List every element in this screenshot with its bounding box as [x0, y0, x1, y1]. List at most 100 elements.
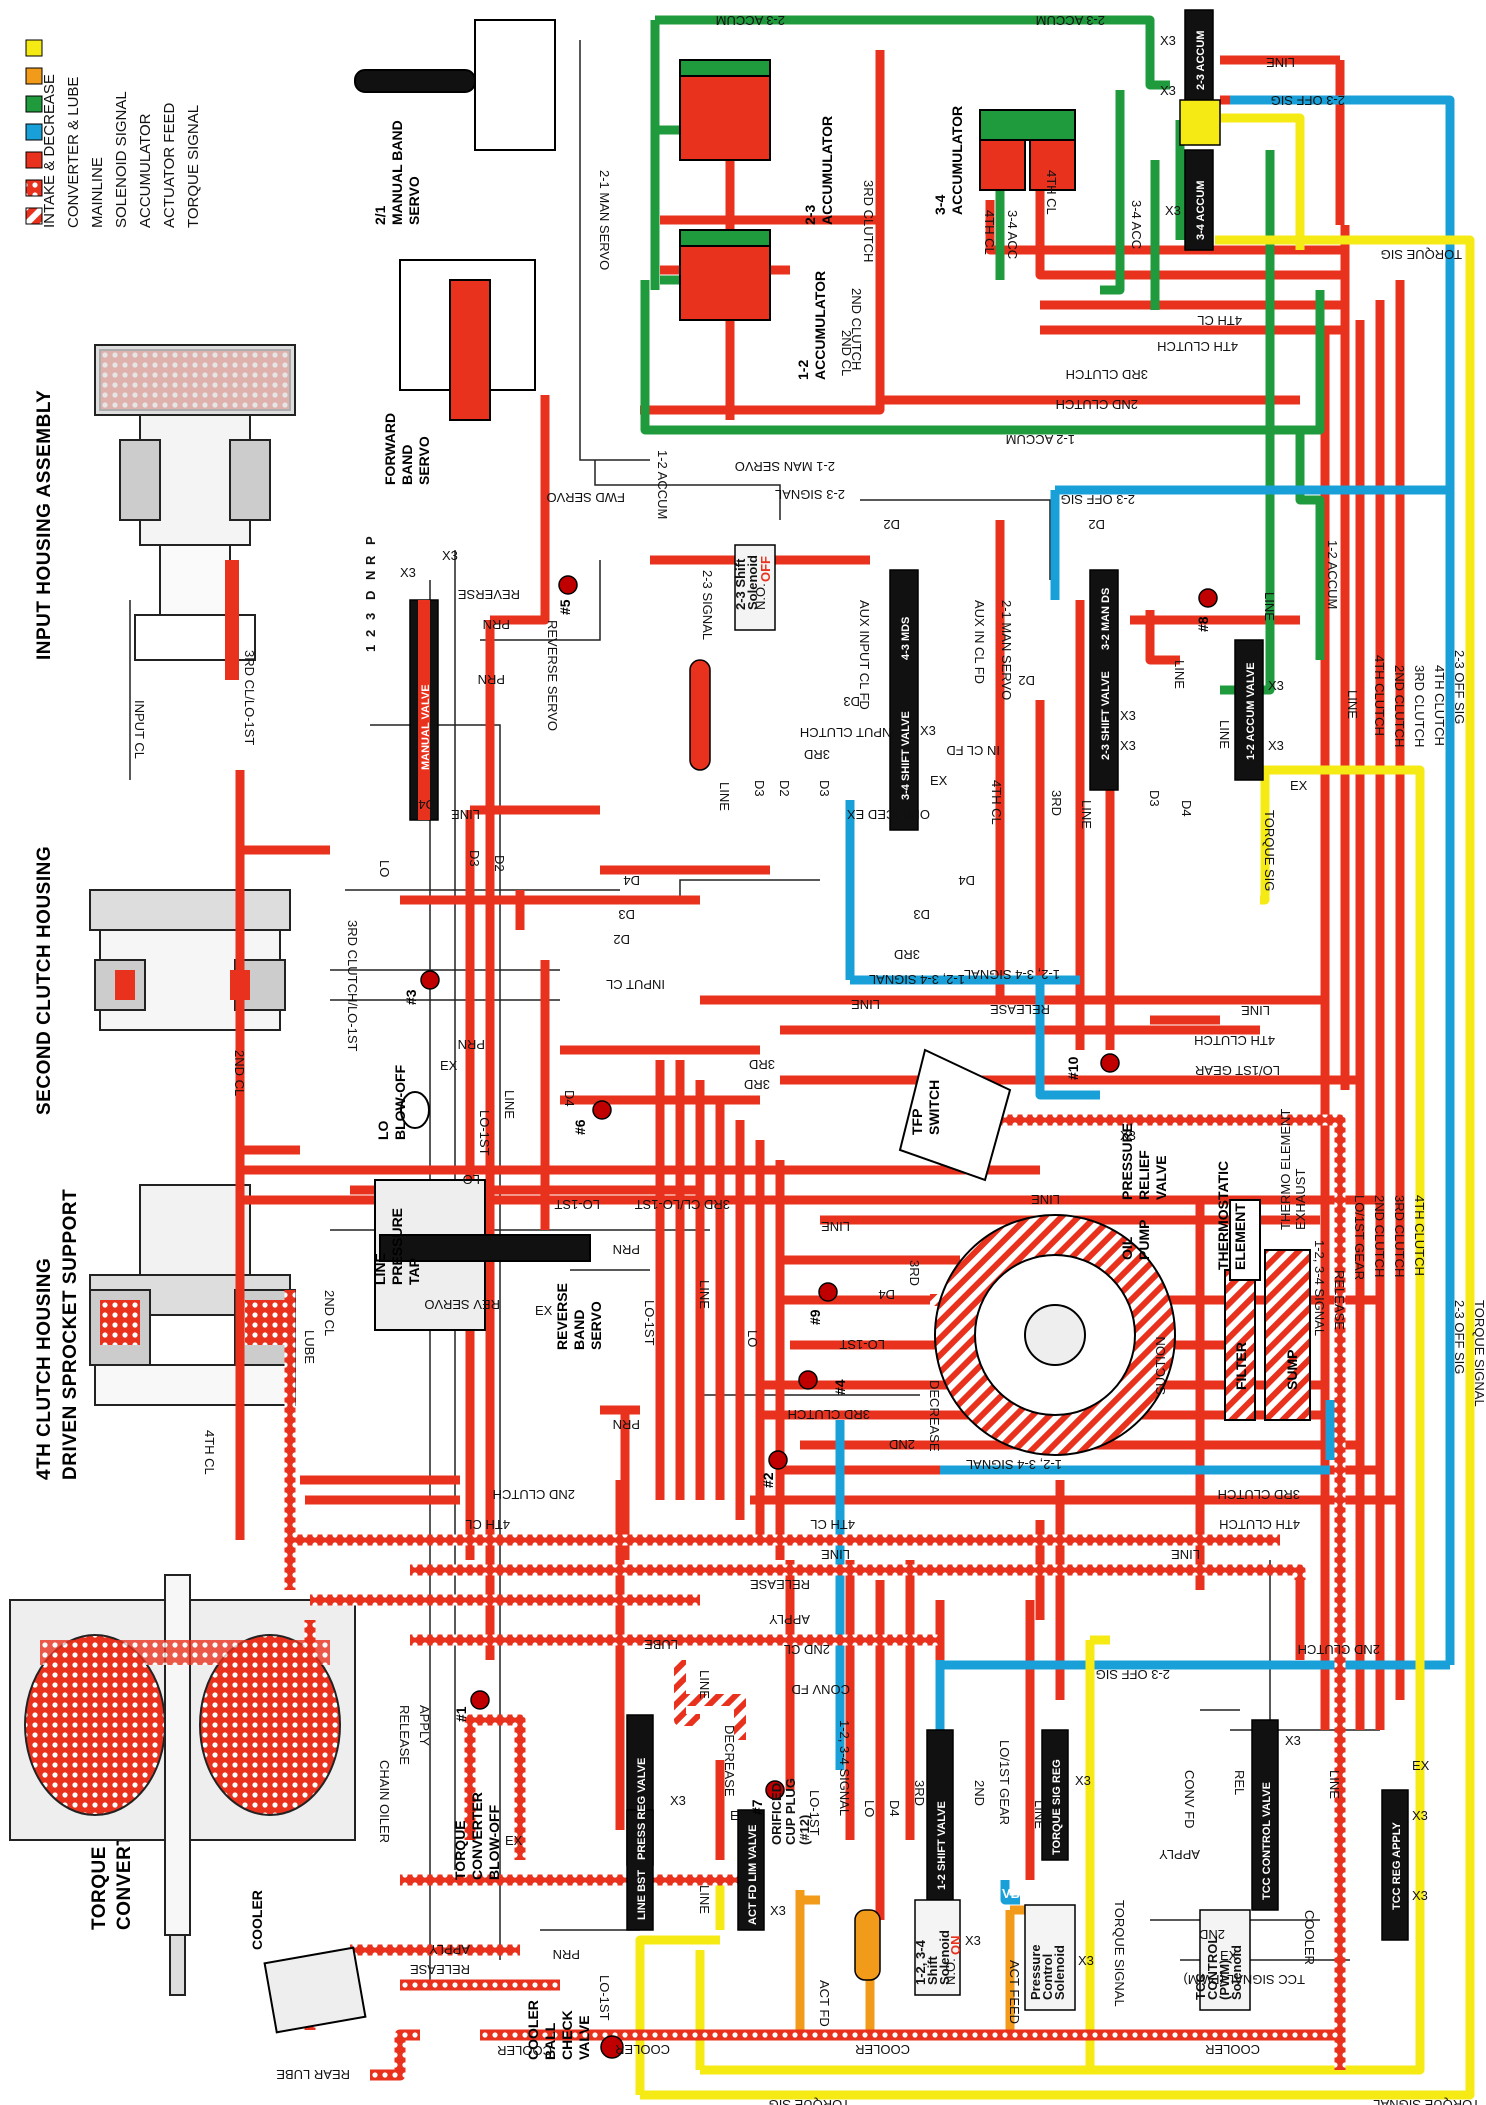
- pl-actfd: ACT FD: [817, 1980, 832, 2027]
- x3-2: X3: [442, 548, 458, 563]
- pl-sig23-h: 2-3 SIGNAL: [775, 487, 845, 502]
- valve-acc23: 2-3 ACCUM: [1195, 31, 1207, 91]
- pl-acc34-v2: 3-4 ACC: [1129, 200, 1144, 249]
- pl-3rd-2: 3RD: [894, 947, 920, 962]
- pl-d4-v2: D4: [562, 1090, 577, 1107]
- check-ball-3[interactable]: [420, 970, 440, 990]
- pl-apply-h2: APPLY: [1159, 1847, 1200, 1862]
- title-torque: TORQUE: [89, 1846, 110, 1930]
- component-labels: 2/1 MANUAL BAND SERVO FORWARD BAND SERVO…: [249, 106, 1308, 2060]
- pl-inputcl: INPUT CLUTCH: [800, 725, 895, 740]
- pl-3rd-v: 3RD: [1049, 790, 1064, 816]
- pl-line-v3: LINE: [1217, 720, 1232, 749]
- pl-prn-4: PRN: [613, 1242, 640, 1257]
- check-ball-labels: #1 #2 #3 #4 #5 #6 #7 #8 #9 #10: [403, 599, 1211, 1815]
- cooler-check-ball[interactable]: [600, 2035, 624, 2059]
- pl-servo21-v2: 2-1 MAN SERVO: [999, 600, 1014, 700]
- pl-lo1-v2: LO/1ST GEAR: [997, 1740, 1012, 1825]
- lpt-l3: TAP: [406, 1258, 422, 1285]
- pl-acc34-v1: 3-4 ACC: [1005, 210, 1020, 259]
- pl-auxin2: AUX IN CL FD: [972, 600, 987, 684]
- pl-cl4-v5: 4TH CL: [989, 780, 1004, 825]
- pl-d4-4: D4: [878, 1287, 895, 1302]
- vbs-label: VBS: [1002, 1886, 1029, 1901]
- ball-label-4: #4: [832, 1379, 848, 1395]
- pl-cl3lo-h: 3RD CL/LO-1ST: [635, 1197, 730, 1212]
- pl-d2-4: D2: [613, 932, 630, 947]
- pl-lo1-v: LO/1ST GEAR: [1352, 1195, 1367, 1280]
- accumulator-bodies: [354, 19, 1076, 1331]
- pl-3rd-3: 3RD: [749, 1057, 775, 1072]
- ball-label-1: #1: [453, 1706, 469, 1722]
- pl-cooler-v: COOLER: [1302, 1910, 1317, 1965]
- x3-13: X3: [770, 1903, 786, 1918]
- check-ball-7[interactable]: [765, 1780, 785, 1800]
- rbs-l3: SERVO: [588, 1301, 604, 1350]
- valve-md32: 3-2 MAN DS: [1100, 588, 1112, 650]
- pl-cl3-v: 3RD CLUTCH: [861, 180, 876, 262]
- valve-acc12: 1-2 ACCUM VALVE: [1245, 662, 1257, 760]
- pl-2nd-h: 2ND: [1199, 1927, 1225, 1942]
- range-1: 1: [363, 645, 378, 652]
- pl-off23-3: 2-3 OFF SIG: [1096, 1667, 1170, 1682]
- pl-line-3: LINE: [851, 997, 880, 1012]
- pl-apply-v: APPLY: [417, 1705, 432, 1746]
- pl-line-v2: LINE: [1262, 592, 1277, 621]
- x3-6: X3: [1120, 708, 1136, 723]
- pl-cl4-v7: 4TH CL: [202, 1430, 217, 1475]
- pl-line-1: LINE: [1266, 55, 1295, 70]
- pcs-l3: Solenoid: [1052, 1945, 1067, 2000]
- pl-cl3-v3: 3RD CLUTCH: [1392, 1195, 1407, 1277]
- check-ball-8[interactable]: [1198, 588, 1218, 608]
- title-fourth-clutch-1: 4TH CLUTCH HOUSING: [34, 1258, 55, 1480]
- check-balls[interactable]: [420, 575, 1218, 2059]
- pcs-l2: Control: [1040, 1954, 1055, 2000]
- x3-14: X3: [965, 1933, 981, 1948]
- pl-convfd-h: CONV FD: [792, 1682, 851, 1697]
- pl-cl4-h5: 4TH CL: [810, 1517, 855, 1532]
- pl-cl4-v6: 4TH CLUTCH: [1412, 1195, 1427, 1276]
- valve-bodies: [409, 9, 1409, 1941]
- pl-line-8: LINE: [1171, 1547, 1200, 1562]
- pl-lo-v: LO: [377, 860, 392, 877]
- check-ball-5[interactable]: [558, 575, 578, 595]
- tccsol-l2: CONTROL: [1205, 1936, 1220, 2000]
- pl-cl4-h6: 4TH CLUTCH: [1219, 1517, 1300, 1532]
- ex-4: EX: [535, 1303, 553, 1318]
- pl-cl4-v3: 4TH CLUTCH: [1372, 655, 1387, 736]
- check-ball-2[interactable]: [768, 1450, 788, 1470]
- pl-d2-v2: D2: [492, 855, 507, 872]
- valve-md43: 4-3 MDS: [900, 617, 912, 660]
- tfp-l1: TFP: [909, 1109, 925, 1135]
- pl-fwd: FWD SERVO: [547, 490, 626, 505]
- check-ball-6[interactable]: [592, 1100, 612, 1120]
- pl-inputcl-s: INPUT CL: [606, 977, 665, 992]
- pl-release-h: RELEASE: [750, 1577, 810, 1592]
- pl-lo-v2: LO: [745, 1330, 760, 1347]
- tccsol-l4: Solenoid: [1229, 1945, 1244, 2000]
- pl-convfd-v: CONV FD: [1182, 1770, 1197, 1829]
- pl-lo-h: LO: [463, 1172, 480, 1187]
- converter-passages: [284, 1114, 1346, 2081]
- x3-15: X3: [1075, 1773, 1091, 1788]
- pl-off23-v2: 2-3 OFF SIG: [1452, 1300, 1467, 1374]
- range-3: 3: [363, 613, 378, 620]
- check-ball-9[interactable]: [818, 1282, 838, 1302]
- check-ball-10[interactable]: [1100, 1053, 1120, 1073]
- pl-cl3-h2: 3RD CLUTCH: [788, 1407, 870, 1422]
- manual-band-servo-l2: MANUAL BAND: [389, 120, 405, 225]
- pl-line-6: LINE: [821, 1219, 850, 1234]
- rbs-l2: BAND: [571, 1310, 587, 1350]
- pl-cl4-v2: 4TH CL: [1044, 170, 1059, 215]
- valve-actfd: ACT FD LIM VALVE: [747, 1825, 759, 1925]
- pl-acc23-b: 2-3 ACCUM: [1036, 13, 1105, 28]
- pl-decrease-v2: DECREASE: [722, 1725, 737, 1797]
- check-ball-1[interactable]: [470, 1690, 490, 1710]
- x3-8: X3: [920, 723, 936, 738]
- check-ball-4[interactable]: [798, 1370, 818, 1390]
- tfp-l2: SWITCH: [926, 1080, 942, 1135]
- x3-9: X3: [1268, 678, 1284, 693]
- acc12-l2: ACCUMULATOR: [812, 271, 828, 380]
- pl-incl: IN CL FD: [946, 743, 1000, 758]
- range-p: P: [363, 536, 378, 545]
